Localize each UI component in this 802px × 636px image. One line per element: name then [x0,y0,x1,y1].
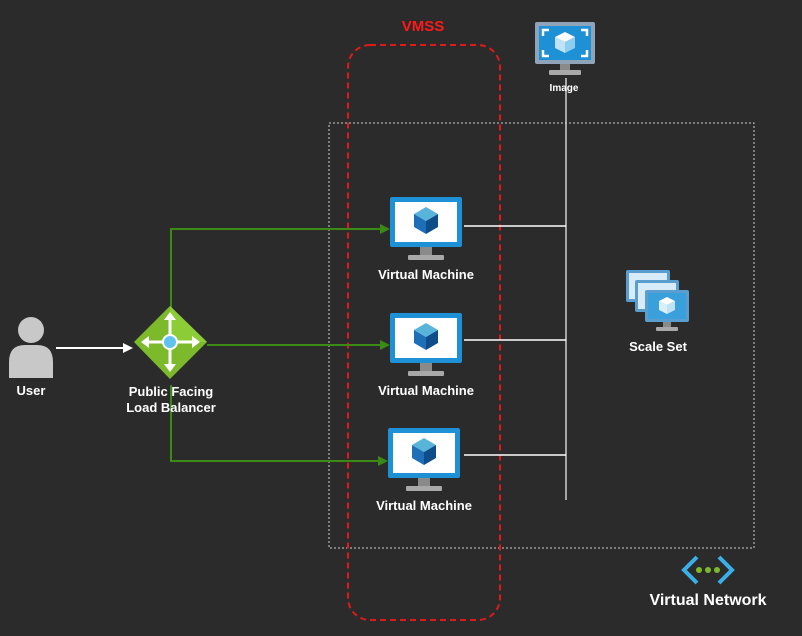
virtual-network-boundary [328,122,755,549]
vm-icon-1 [390,197,462,260]
scale-set-icon [626,270,689,331]
lb-to-vm1-arrow [170,224,390,308]
vm3-label: Virtual Machine [376,498,472,513]
user-icon [9,317,53,378]
vmss-boundary [347,44,501,621]
vm2-label: Virtual Machine [378,383,474,398]
virtual-network-icon [681,555,735,585]
lb-to-vm3-arrow [170,385,388,466]
vmss-title: VMSS [401,18,445,35]
user-label: User [16,383,46,398]
vm-icon-3 [388,428,460,491]
image-label: Image [549,83,579,94]
load-balancer-label: Public Facing Load Balancer [126,384,216,416]
virtual-network-label: Virtual Network [649,592,767,609]
load-balancer-label-line2: Load Balancer [126,400,216,415]
load-balancer-icon [134,306,207,379]
vm1-label: Virtual Machine [378,267,474,282]
load-balancer-label-line1: Public Facing [128,384,214,399]
image-icon [535,22,595,75]
vm-icon-2 [390,313,462,376]
scale-set-label: Scale Set [629,339,687,354]
